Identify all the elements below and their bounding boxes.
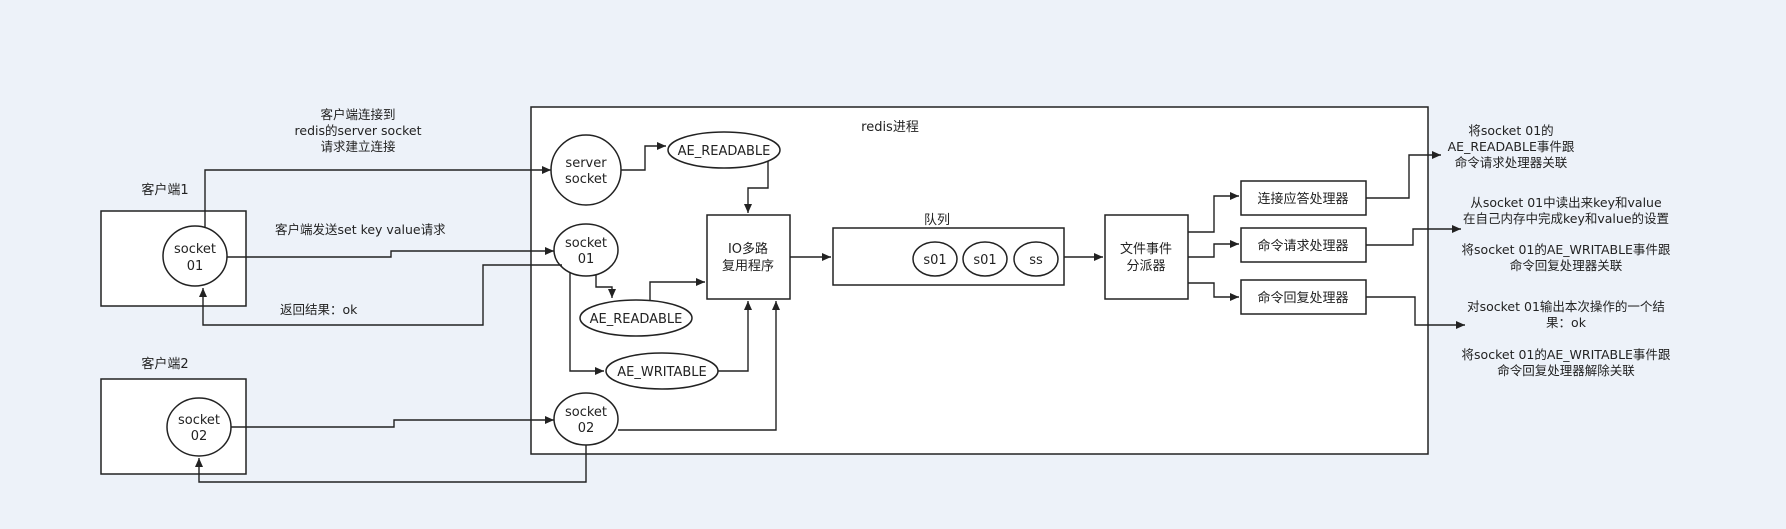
client2-socket-line1: socket	[178, 413, 220, 428]
note-connect-line3: 命令请求处理器关联	[1455, 155, 1568, 170]
edge-socket01-return-to-client1	[199, 264, 562, 326]
socket02-line1: socket	[565, 405, 607, 420]
client1-socket-line2: 01	[187, 259, 204, 274]
ae-readable-top-label: AE_READABLE	[678, 144, 771, 159]
client2-title: 客户端2	[141, 356, 188, 372]
queue-item-1-label: s01	[923, 253, 946, 268]
label-send-request: 客户端发送set key value请求	[275, 222, 446, 237]
ae-readable-mid	[579, 299, 693, 337]
client2-socket-line2: 02	[191, 429, 208, 444]
queue-item-ss	[1013, 241, 1059, 277]
note-reply1-line1: 对socket 01输出本次操作的一个结	[1467, 299, 1665, 314]
socket01-line1: socket	[565, 236, 607, 251]
ae-readable-top	[667, 131, 781, 169]
label-connect-line3: 请求建立连接	[320, 139, 396, 154]
edge-socket02-to-io	[618, 301, 780, 431]
handler-connect-box	[1240, 180, 1367, 216]
dispatcher-box	[1104, 214, 1189, 300]
note-reply2-line2: 命令回复处理器解除关联	[1497, 363, 1635, 378]
edge-ae-writable-to-io	[718, 301, 752, 372]
edge-client1-to-socket01	[227, 247, 554, 258]
note-request1-line2: 在自己内存中完成key和value的设置	[1463, 211, 1669, 226]
edge-server-socket-to-ae-readable	[621, 142, 666, 171]
note-connect-line2: AE_READABLE事件跟	[1448, 139, 1575, 154]
io-multiplexer-line1: IO多路	[728, 241, 768, 257]
client1-socket01	[162, 225, 228, 287]
edge-ae-readable-top-to-io	[744, 161, 769, 213]
io-multiplexer-box	[706, 214, 791, 300]
edge-dispatcher-to-request-handler	[1188, 240, 1239, 258]
edge-ae-readable-mid-to-io	[649, 278, 705, 300]
edge-client1-to-server-socket	[204, 166, 551, 228]
note-connect-line1: 将socket 01的	[1468, 123, 1553, 138]
handler-reply-label: 命令回复处理器	[1257, 290, 1348, 306]
edge-socket01-to-ae-readable-mid	[595, 275, 616, 298]
edge-client2-to-socket02	[231, 416, 554, 428]
redis-process-title: redis进程	[861, 120, 919, 135]
client1-socket-line1: socket	[174, 242, 216, 257]
ae-writable-label: AE_WRITABLE	[617, 365, 707, 380]
handler-request-label: 命令请求处理器	[1257, 238, 1348, 254]
socket01-server	[553, 223, 619, 277]
note-request2-line2: 命令回复处理器关联	[1510, 258, 1623, 273]
socket02-line2: 02	[578, 421, 595, 436]
edge-dispatcher-to-reply-handler	[1188, 282, 1239, 301]
edge-request-handler-to-note	[1366, 225, 1461, 246]
edge-dispatcher-to-connect-handler	[1188, 192, 1239, 233]
edge-connect-handler-to-note	[1366, 151, 1441, 199]
label-connect-line2: redis的server socket	[295, 123, 422, 138]
queue-title: 队列	[924, 213, 950, 228]
server-socket-line2: socket	[565, 172, 607, 187]
dispatcher-line2: 分派器	[1126, 259, 1165, 274]
label-return-ok: 返回结果：ok	[280, 302, 358, 317]
note-reply2-line1: 将socket 01的AE_WRITABLE事件跟	[1462, 347, 1671, 362]
handler-connect-label: 连接应答处理器	[1257, 191, 1348, 207]
ae-readable-mid-label: AE_READABLE	[590, 312, 683, 327]
dispatcher-line1: 文件事件	[1120, 242, 1172, 257]
queue-item-s01-b	[962, 241, 1008, 277]
edge-socket02-to-client2	[195, 445, 587, 483]
queue-item-2-label: s01	[973, 253, 996, 268]
handler-reply-box	[1240, 279, 1367, 315]
queue-item-s01-a	[912, 241, 958, 277]
note-reply1-line2: 果：ok	[1546, 315, 1587, 330]
note-request2-line1: 将socket 01的AE_WRITABLE事件跟	[1462, 242, 1671, 257]
client1-title: 客户端1	[141, 182, 188, 198]
io-multiplexer-line2: 复用程序	[722, 259, 774, 274]
edge-socket01-to-ae-writable	[569, 272, 604, 375]
socket01-line2: 01	[578, 252, 595, 267]
note-request1-line1: 从socket 01中读出来key和value	[1470, 195, 1662, 210]
queue-item-3-label: ss	[1029, 253, 1043, 268]
label-connect-line1: 客户端连接到	[320, 107, 395, 122]
edge-reply-handler-to-note	[1366, 296, 1465, 329]
server-socket-line1: server	[565, 156, 607, 171]
